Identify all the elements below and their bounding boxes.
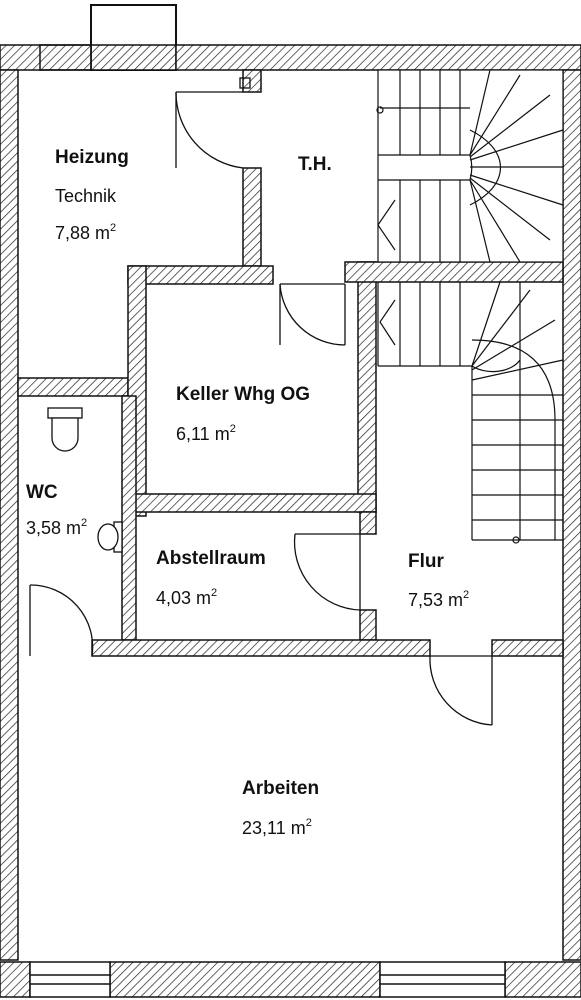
exterior-walls xyxy=(0,44,581,998)
room-area-arbeiten: 23,11 m2 xyxy=(242,817,312,838)
room-name-heizung: Heizung xyxy=(55,147,129,168)
interior-walls xyxy=(17,69,564,657)
room-name-wc: WC xyxy=(26,482,58,503)
room-name-flur: Flur xyxy=(408,551,444,572)
room-name-arbeiten: Arbeiten xyxy=(242,778,319,799)
room-name-th: T.H. xyxy=(298,154,332,175)
room-area-heizung: 7,88 m2 xyxy=(55,222,116,243)
room-area-flur: 7,53 m2 xyxy=(408,589,469,610)
room-sub-heizung: Technik xyxy=(55,186,117,206)
room-area-abstellraum: 4,03 m2 xyxy=(156,587,217,608)
chimney xyxy=(90,4,177,71)
lower-staircase xyxy=(377,281,564,544)
room-name-keller: Keller Whg OG xyxy=(176,384,310,405)
room-area-wc: 3,58 m2 xyxy=(26,517,87,538)
upper-staircase xyxy=(376,69,564,263)
room-area-keller: 6,11 m2 xyxy=(176,423,236,444)
windows xyxy=(29,44,506,998)
toilet-icon xyxy=(47,407,83,452)
doors xyxy=(29,77,493,726)
sink-icon xyxy=(97,521,123,553)
room-labels: Heizung Technik 7,88 m2 T.H. Keller Whg … xyxy=(26,147,469,838)
room-name-abstellraum: Abstellraum xyxy=(156,548,266,569)
